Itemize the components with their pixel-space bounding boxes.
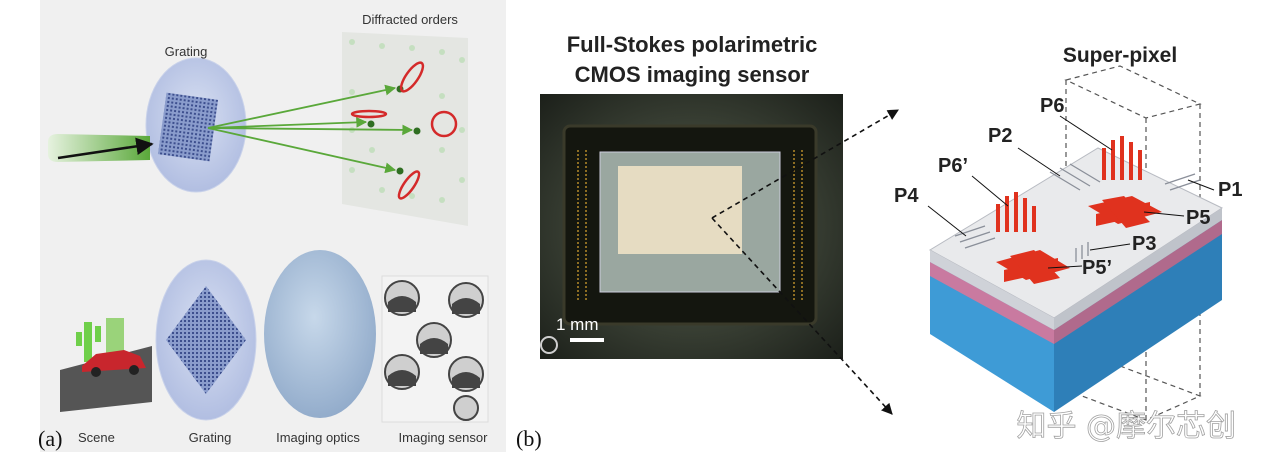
sensor-bond-wires xyxy=(577,150,803,300)
pixel-label-p5-prime: P5’ xyxy=(1082,257,1112,279)
grating-label: Grating xyxy=(165,44,208,59)
mount-hole xyxy=(540,336,558,354)
pink-layer-front xyxy=(930,262,1054,344)
bottom-grating-pattern xyxy=(166,286,246,394)
scale-label: 1 mm xyxy=(556,315,599,334)
panel-a: Grating Diffracted orders xyxy=(38,0,506,452)
diffraction-spots xyxy=(367,85,421,175)
red-pillars xyxy=(996,136,1142,232)
pixel-label-p3: P3 xyxy=(1132,233,1156,255)
pixel-label-p6-prime: P6’ xyxy=(938,155,968,177)
sensor-subimages xyxy=(384,280,484,421)
top-surface-front-edge xyxy=(930,250,1054,330)
sensor-title-line2: CMOS imaging sensor xyxy=(575,62,810,87)
watermark: 知乎 @摩尔芯创 xyxy=(1016,409,1236,444)
panel-b: Full-Stokes polarimetric CMOS imaging se… xyxy=(516,32,1242,451)
pixel-label-p6: P6 xyxy=(1040,95,1064,117)
wire-grid-polarizers xyxy=(954,163,1201,262)
polarization-ellipses xyxy=(350,61,458,200)
grating-pattern xyxy=(157,92,219,162)
pixel-leader-lines xyxy=(927,115,1215,269)
panel-a-label: (a) xyxy=(38,426,62,451)
bottom-label-imaging-sensor: Imaging sensor xyxy=(399,430,489,445)
pixel-label-p2: P2 xyxy=(988,125,1012,147)
scale-bar xyxy=(570,338,604,342)
pink-layer-side xyxy=(1054,220,1222,344)
bottom-label-scene: Scene xyxy=(78,430,115,445)
diffracted-orders-label: Diffracted orders xyxy=(362,12,458,27)
sensor-title-line1: Full-Stokes polarimetric xyxy=(567,32,818,57)
sensor-array xyxy=(618,166,742,254)
bottom-label-imaging-optics: Imaging optics xyxy=(276,430,360,445)
imaging-optics-lens xyxy=(264,250,376,418)
bottom-label-grating: Grating xyxy=(189,430,232,445)
top-surface-side-edge xyxy=(1054,208,1222,330)
pixel-label-p1: P1 xyxy=(1218,179,1242,201)
substrate-front xyxy=(930,262,1054,412)
red-metasurfaces xyxy=(996,196,1162,284)
screen-dots xyxy=(349,39,465,203)
pixel-label-p5: P5 xyxy=(1186,207,1210,229)
panel-b-label: (b) xyxy=(516,426,542,451)
diffracted-beams xyxy=(207,84,414,174)
superpixel-title: Super-pixel xyxy=(1063,44,1177,67)
substrate-side xyxy=(1054,220,1222,412)
input-beam-arrow xyxy=(57,137,154,160)
pixel-label-p4: P4 xyxy=(894,185,919,207)
scene-illustration xyxy=(60,318,152,412)
